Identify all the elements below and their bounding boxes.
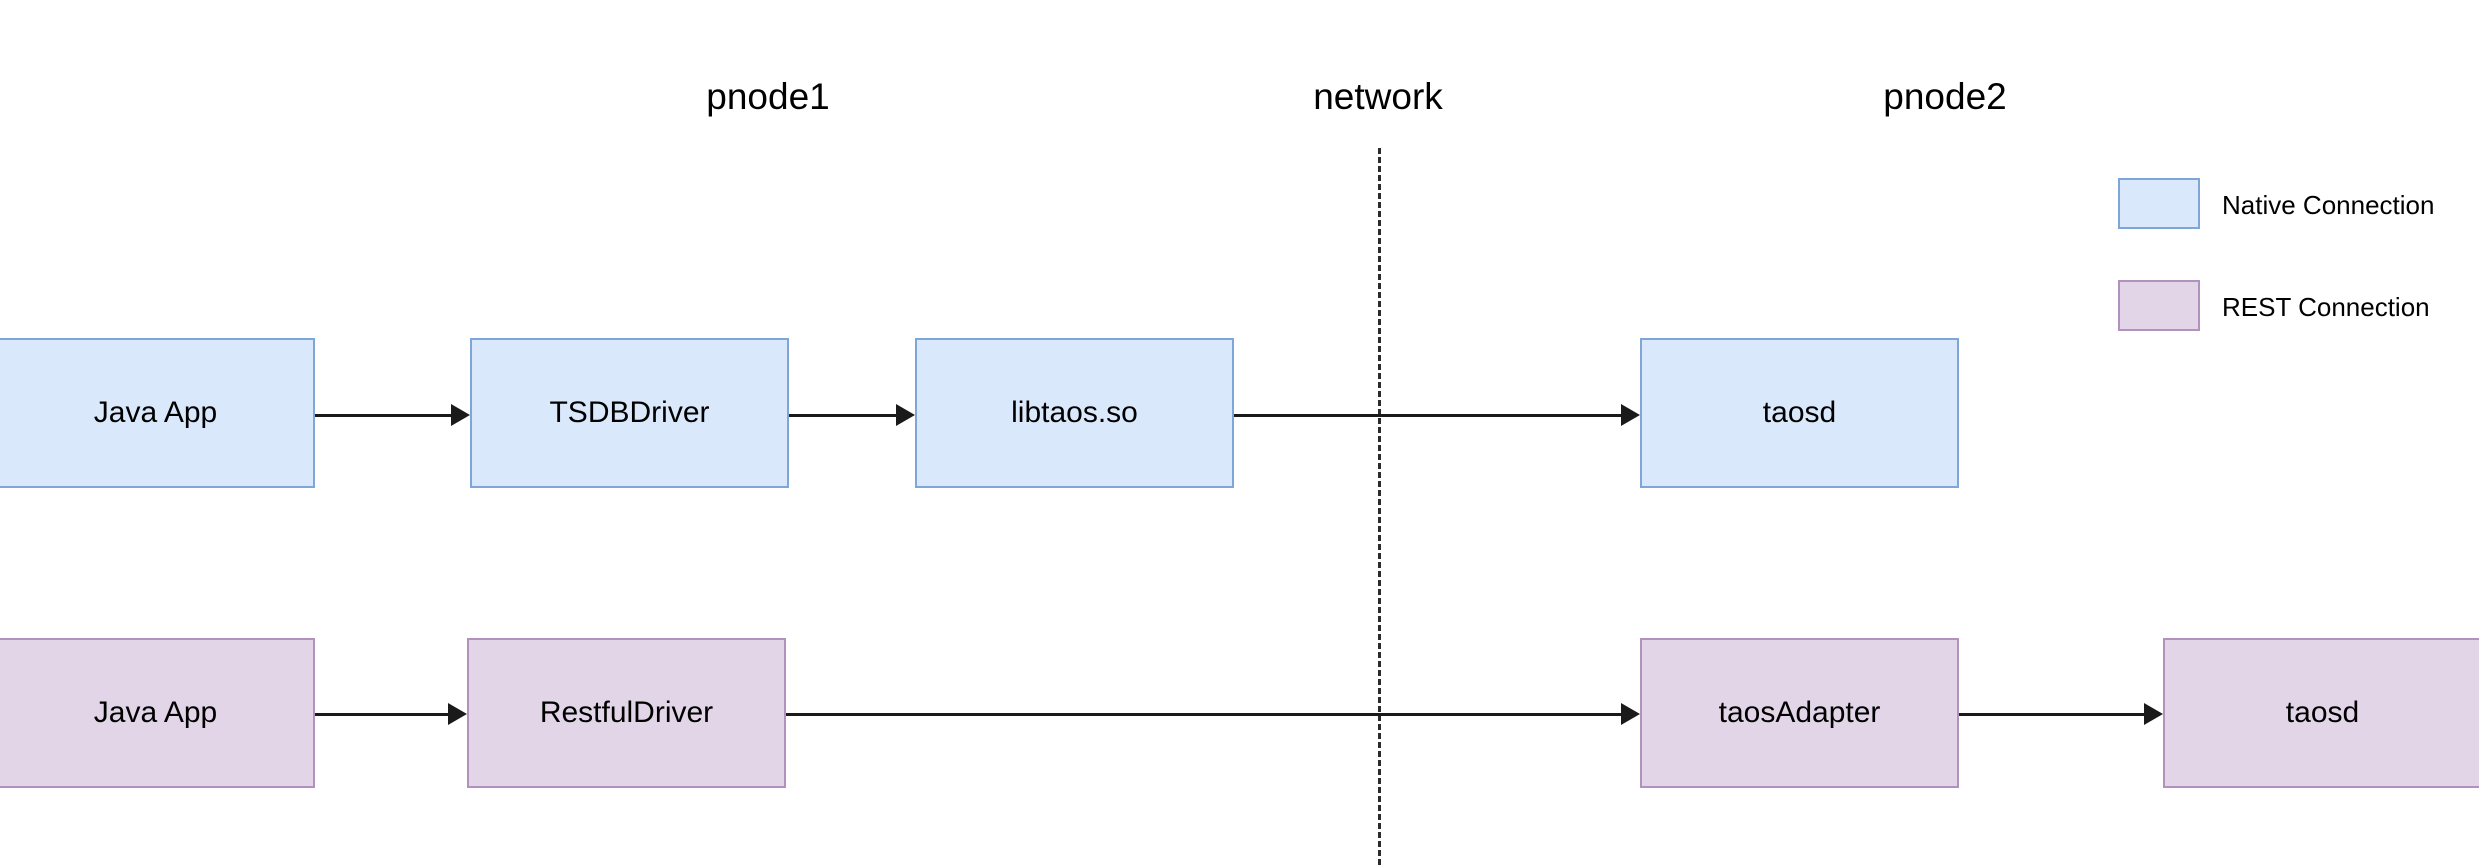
connector-tsdbdriver-to-libtaos [789,414,896,417]
connector-java-to-tsdbdriver [315,414,451,417]
node-taos-adapter[interactable]: taosAdapter [1640,638,1959,788]
node-label: TSDBDriver [549,396,710,429]
node-label: Java App [93,396,218,429]
zone-label-pnode1: pnode1 [706,76,830,117]
node-restful-driver[interactable]: RestfulDriver [467,638,786,788]
node-label: taosd [2285,696,2360,729]
connector-libtaos-to-taosd [1234,414,1621,417]
node-label: taosAdapter [1718,696,1881,729]
connector-taosadapter-to-taosd [1959,713,2144,716]
node-taosd-native[interactable]: taosd [1640,338,1959,488]
arrowhead-java-to-tsdbdriver [451,404,470,426]
node-libtaos-so[interactable]: libtaos.so [915,338,1234,488]
legend-swatch-rest [2118,280,2200,331]
arrowhead-restfuldriver-to-taosadapter [1621,703,1640,725]
node-label: libtaos.so [1011,396,1138,429]
zone-label-pnode2: pnode2 [1883,76,2007,117]
node-label: Java App [93,696,218,729]
arrowhead-taosadapter-to-taosd [2144,703,2163,725]
node-label: RestfulDriver [539,696,714,729]
node-java-app-rest[interactable]: Java App [0,638,315,788]
node-taosd-rest[interactable]: taosd [2163,638,2479,788]
legend-label-native: Native Connection [2222,190,2435,220]
zone-label-network: network [1313,76,1443,117]
arrowhead-java-to-restfuldriver [448,703,467,725]
connector-restfuldriver-to-taosadapter [786,713,1621,716]
arrowhead-libtaos-to-taosd [1621,404,1640,426]
node-java-app-native[interactable]: Java App [0,338,315,488]
connector-java-to-restfuldriver [315,713,448,716]
node-tsdb-driver[interactable]: TSDBDriver [470,338,789,488]
network-boundary [1378,148,1381,865]
legend-swatch-native [2118,178,2200,229]
node-label: taosd [1762,396,1837,429]
arrowhead-tsdbdriver-to-libtaos [896,404,915,426]
legend-label-rest: REST Connection [2222,292,2430,322]
